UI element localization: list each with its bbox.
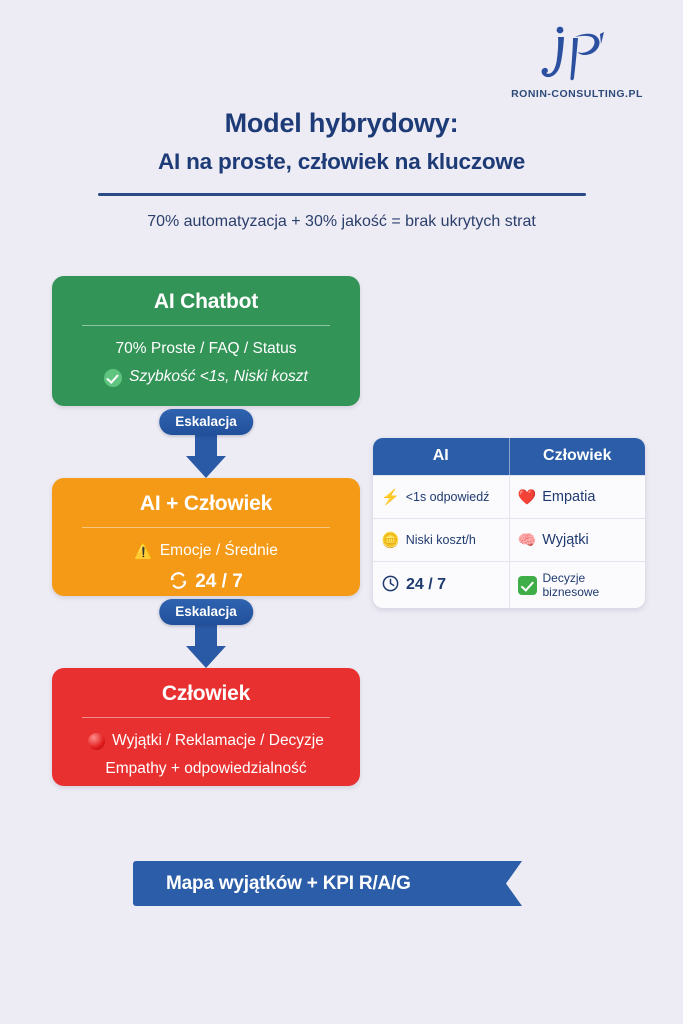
table-cell-human-text: Wyjątki [542, 532, 589, 548]
coins-icon: 🪙 [381, 531, 400, 549]
escalation-badge-1[interactable]: Eskalacja [159, 409, 253, 435]
title-divider [97, 193, 586, 196]
table-header-human: Człowiek [543, 447, 612, 464]
table-cell-ai-text: Niski koszt/h [405, 533, 476, 547]
clock-icon [381, 574, 400, 596]
table-cell-ai: ⚡ <1s odpowiedź [373, 476, 510, 518]
stage-divider [82, 527, 330, 528]
brand-logo: RONIN-CONSULTING.PL [497, 22, 657, 100]
stage-line-2: 24 / 7 [64, 568, 348, 596]
warning-icon: ⚠️ [134, 542, 153, 560]
table-cell-ai: 24 / 7 [373, 562, 510, 608]
connector-escalation-2: Eskalacja [52, 596, 360, 668]
red-dot-icon [88, 732, 106, 750]
stage-line-1-text: Emocje / Średnie [159, 542, 278, 559]
bottom-ribbon-label: Mapa wyjątków + KPI R/A/G [166, 872, 411, 894]
table-cell-ai: 🪙 Niski koszt/h [373, 519, 510, 561]
stage-line-2: Szybkość <1s, Niski koszt [64, 366, 348, 388]
table-cell-human-text: Decyzje biznesowe [542, 571, 600, 599]
stage-line-2-text: Szybkość <1s, Niski koszt [129, 368, 308, 386]
comparison-table: AI Człowiek ⚡ <1s odpowiedź ❤️ Empatia 🪙… [373, 438, 645, 608]
stage-title: AI + Człowiek [139, 492, 273, 515]
green-check-icon [517, 575, 537, 595]
heart-icon: ❤️ [517, 488, 537, 506]
page-header: Model hybrydowy: AI na proste, człowiek … [0, 108, 683, 231]
stage-line-2-text: 24 / 7 [195, 571, 243, 593]
stage-line-1: ⚠️ Emocje / Średnie [64, 540, 348, 562]
page-title-line2: AI na proste, człowiek na kluczowe [157, 149, 526, 174]
brain-icon: 🧠 [517, 531, 537, 549]
table-row: 🪙 Niski koszt/h 🧠 Wyjątki [373, 518, 645, 561]
flow-stage-human[interactable]: Człowiek Wyjątki / Reklamacje / Decyzje … [52, 668, 360, 786]
stage-line-2-text: Empathy + odpowiedzialność [105, 760, 307, 778]
stage-divider [82, 717, 330, 718]
table-cell-ai-text: 24 / 7 [406, 576, 447, 593]
escalation-badge-2[interactable]: Eskalacja [159, 599, 253, 625]
table-row: 24 / 7 Decyzje biznesowe [373, 561, 645, 608]
check-circle-icon [104, 368, 123, 387]
table-cell-human: ❤️ Empatia [510, 476, 646, 518]
bottom-ribbon[interactable] [133, 861, 522, 906]
page-title-line1: Model hybrydowy: [224, 108, 459, 138]
stage-divider [82, 325, 330, 326]
table-cell-human: 🧠 Wyjątki [510, 519, 646, 561]
table-cell-ai-text: <1s odpowiedź [405, 490, 490, 504]
connector-escalation-1: Eskalacja [52, 406, 360, 478]
stage-line-1-text: Wyjątki / Reklamacje / Decyzje [112, 732, 324, 749]
page-subtitle: 70% automatyzacja + 30% jakość = brak uk… [147, 213, 536, 230]
table-header-ai: AI [373, 438, 510, 475]
table-cell-human: Decyzje biznesowe [510, 562, 646, 608]
stage-title: Człowiek [161, 682, 251, 705]
logo-company-name: RONIN-CONSULTING.PL [511, 88, 643, 100]
refresh-icon [169, 571, 188, 594]
stage-line-1: 70% Proste / FAQ / Status [64, 338, 348, 360]
table-header-row: AI Człowiek [373, 438, 645, 475]
stage-title: AI Chatbot [153, 290, 259, 313]
table-row: ⚡ <1s odpowiedź ❤️ Empatia [373, 475, 645, 518]
table-cell-human-text: Empatia [542, 489, 596, 505]
stage-line-1: Wyjątki / Reklamacje / Decyzje [64, 730, 348, 752]
logo-monogram-icon [497, 22, 657, 84]
lightning-icon: ⚡ [381, 488, 400, 506]
stage-line-2: Empathy + odpowiedzialność [64, 758, 348, 780]
process-flow: AI Chatbot 70% Proste / FAQ / Status Szy… [52, 276, 360, 786]
stage-line-1-text: 70% Proste / FAQ / Status [115, 340, 297, 357]
flow-stage-ai-human[interactable]: AI + Człowiek ⚠️ Emocje / Średnie 24 / 7 [52, 478, 360, 596]
flow-stage-ai-chatbot[interactable]: AI Chatbot 70% Proste / FAQ / Status Szy… [52, 276, 360, 406]
